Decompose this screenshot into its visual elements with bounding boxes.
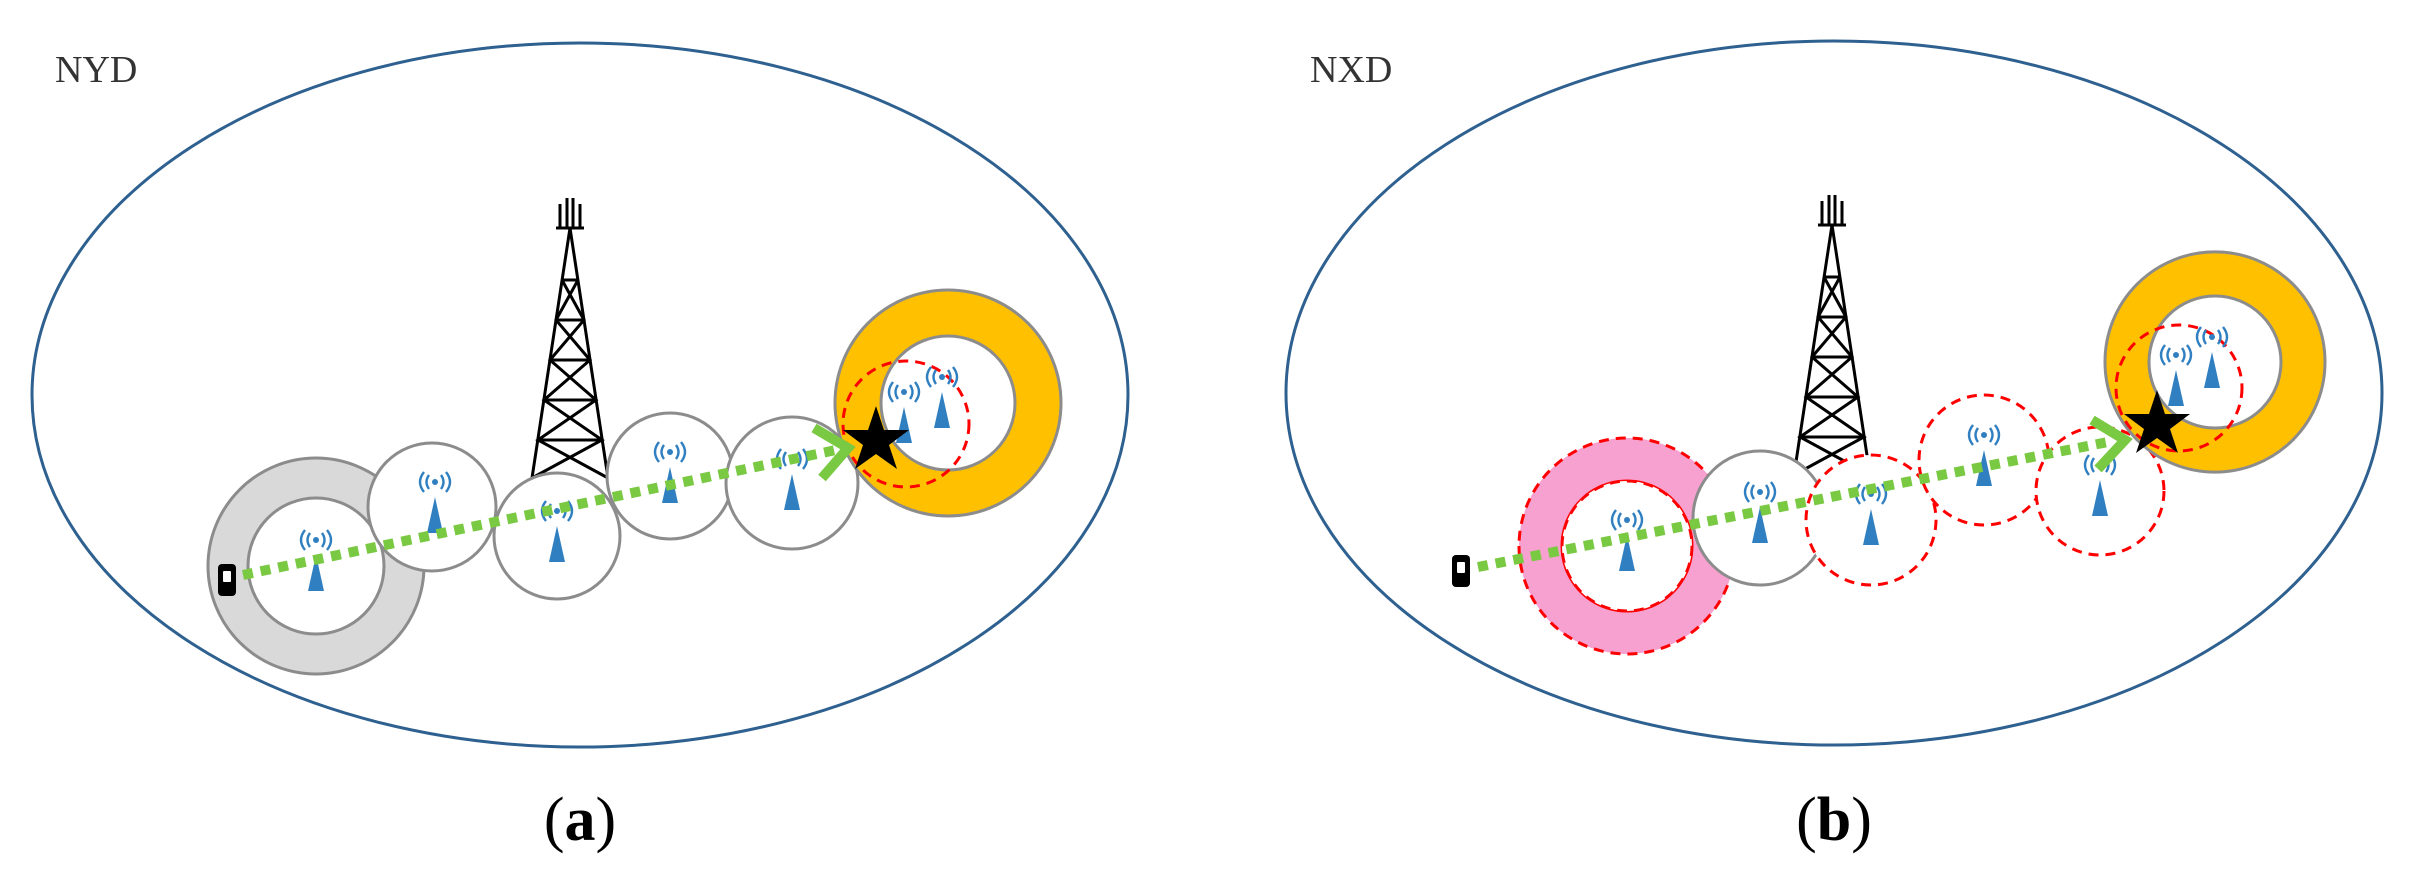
trajectory-arrowhead (2089, 415, 2133, 473)
macro-tower-icon (530, 196, 610, 480)
trajectory-arrowhead (811, 423, 856, 482)
mobile-user-icon (218, 564, 236, 596)
small-cell-antenna-icon (2159, 343, 2193, 408)
panel-b: NXD (b) (1284, 39, 2384, 854)
star-icon (2124, 390, 2190, 453)
small-cell-antenna-icon (925, 365, 959, 430)
macro-tower-icon (1792, 193, 1872, 477)
panel-a-label: NYD (55, 49, 137, 91)
mobile-user-icon (1452, 555, 1470, 587)
panel-a: NYD (a) (30, 41, 1130, 854)
region-ellipse (1284, 39, 2384, 747)
panel-b-label: NXD (1310, 49, 1392, 91)
dashed-cell (2114, 323, 2244, 453)
failure-cell-ring (1517, 436, 1737, 656)
region-ellipse (30, 41, 1130, 749)
star-icon (843, 406, 909, 469)
panel-a-caption: (a) (544, 786, 616, 854)
panel-b-caption: (b) (1796, 786, 1872, 854)
user-trajectory (241, 445, 838, 580)
small-cell (366, 441, 498, 573)
small-cell-antenna-icon (2195, 325, 2229, 390)
target-cell-ring (833, 288, 1063, 518)
dashed-cell (841, 359, 971, 489)
